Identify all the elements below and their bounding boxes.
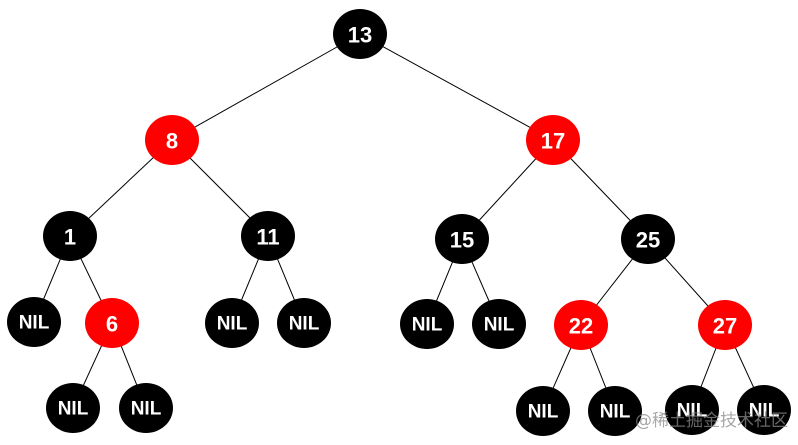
tree-node-13: 13	[333, 9, 387, 59]
black-node-circle	[472, 299, 526, 349]
nil-leaf-node: NIL	[119, 383, 173, 433]
node-label: 11	[256, 225, 279, 250]
tree-edge	[171, 33, 361, 141]
nil-leaf-node: NIL	[516, 386, 570, 436]
nil-leaf-node: NIL	[7, 297, 61, 347]
node-label: NIL	[217, 314, 248, 335]
red-node-circle	[526, 115, 580, 165]
black-node-circle	[43, 211, 97, 261]
tree-node-27: 27	[698, 300, 752, 350]
nil-leaf-node: NIL	[472, 299, 526, 349]
nil-leaf-node: NIL	[46, 383, 100, 433]
black-node-circle	[737, 385, 791, 435]
nil-leaf-node: NIL	[400, 299, 454, 349]
tree-node-15: 15	[435, 214, 489, 264]
tree-node-22: 22	[554, 300, 608, 350]
node-label: 17	[541, 129, 565, 154]
black-node-circle	[435, 214, 489, 264]
black-node-circle	[46, 383, 100, 433]
tree-node-17: 17	[526, 115, 580, 165]
node-label: 13	[348, 23, 372, 48]
node-label: NIL	[58, 399, 89, 420]
node-label: NIL	[749, 401, 780, 422]
black-node-circle	[205, 298, 259, 348]
black-node-circle	[621, 214, 675, 264]
tree-node-25: 25	[621, 214, 675, 264]
tree-edge	[359, 33, 554, 141]
node-label: 1	[64, 225, 76, 250]
black-node-circle	[119, 383, 173, 433]
black-node-circle	[241, 211, 295, 261]
node-label: 22	[569, 314, 593, 339]
black-node-circle	[333, 9, 387, 59]
nil-leaf-node: NIL	[665, 385, 719, 435]
black-node-circle	[588, 386, 642, 436]
node-label: NIL	[412, 315, 443, 336]
node-label: NIL	[289, 314, 320, 335]
tree-node-1: 1	[43, 211, 97, 261]
node-label: NIL	[600, 402, 631, 423]
red-node-circle	[554, 300, 608, 350]
node-label: 8	[166, 129, 178, 154]
nil-leaf-node: NIL	[205, 298, 259, 348]
nil-leaf-node: NIL	[277, 298, 331, 348]
black-node-circle	[665, 385, 719, 435]
tree-node-11: 11	[241, 211, 295, 261]
black-node-circle	[516, 386, 570, 436]
node-label: NIL	[131, 399, 162, 420]
black-node-circle	[7, 297, 61, 347]
red-node-circle	[698, 300, 752, 350]
watermark-text: @稀土掘金技术社区	[635, 411, 788, 431]
node-label: NIL	[677, 401, 708, 422]
node-label: 15	[450, 228, 474, 253]
nil-leaf-node: NIL	[737, 385, 791, 435]
node-label: 6	[106, 312, 118, 337]
node-label: NIL	[484, 315, 515, 336]
node-label: 25	[636, 228, 660, 253]
black-node-circle	[277, 298, 331, 348]
node-label: 27	[713, 314, 737, 339]
red-node-circle	[85, 298, 139, 348]
node-label: NIL	[19, 313, 50, 334]
tree-node-8: 8	[145, 115, 199, 165]
node-label: NIL	[528, 402, 559, 423]
red-node-circle	[145, 115, 199, 165]
black-node-circle	[400, 299, 454, 349]
tree-node-6: 6	[85, 298, 139, 348]
nil-leaf-node: NIL	[588, 386, 642, 436]
